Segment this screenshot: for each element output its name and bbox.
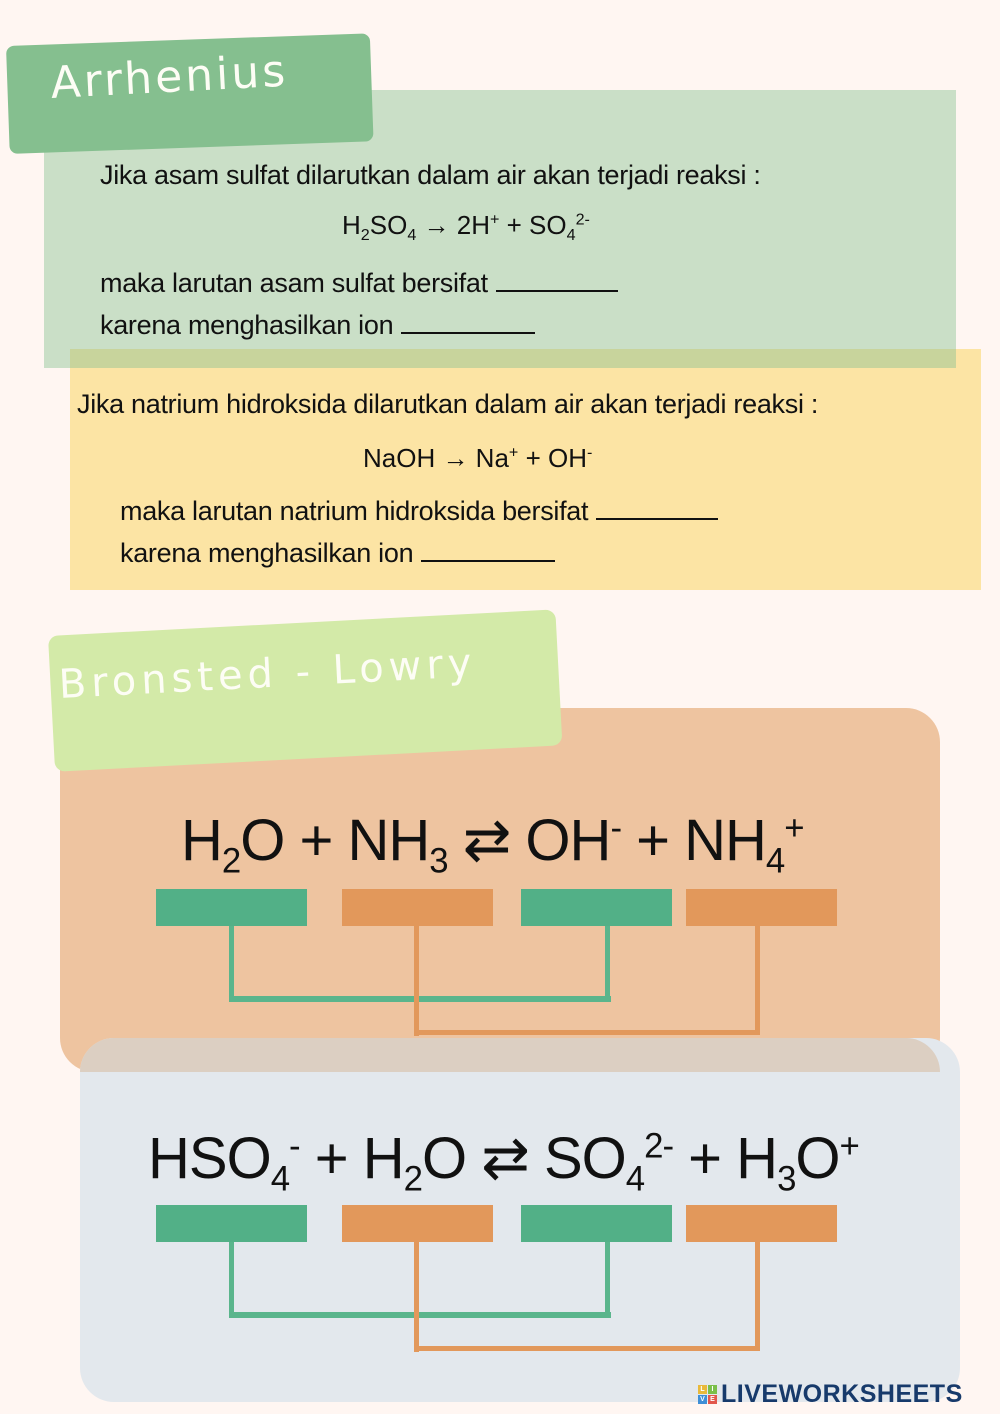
base-line-2: karena menghasilkan ion <box>120 538 556 569</box>
reaction-2-acid-slot[interactable] <box>156 1205 307 1242</box>
acid-intro: Jika asam sulfat dilarutkan dalam air ak… <box>100 160 761 190</box>
reaction-2-green-connector <box>229 1242 234 1318</box>
reaction-2-equation: HSO4- + H2O ⇄ SO42- + H3O+ <box>148 1126 860 1199</box>
panel-overlap-band <box>80 1038 940 1072</box>
acid-line-1: maka larutan asam sulfat bersifat <box>100 268 618 299</box>
reaction-1-base-slot[interactable] <box>342 889 493 926</box>
reaction-2-orange-connector <box>414 1346 760 1351</box>
arrhenius-base-panel <box>70 349 981 590</box>
reaction-1-orange-connector <box>414 926 419 1036</box>
acid-equation: H2SO4 → 2H+ + SO42- <box>342 210 590 245</box>
base-intro: Jika natrium hidroksida dilarutkan dalam… <box>77 389 819 419</box>
reaction-2-base-slot[interactable] <box>342 1205 493 1242</box>
reaction-1-equation: H2O + NH3 ⇄ OH- + NH4+ <box>181 808 805 881</box>
reaction-1-acid-slot[interactable] <box>156 889 307 926</box>
reaction-1-conjugate-acid-slot[interactable] <box>686 889 837 926</box>
base-equation: NaOH → Na+ + OH- <box>363 443 593 473</box>
reaction-1-orange-connector <box>414 1030 760 1035</box>
reaction-1-orange-connector <box>755 926 760 1035</box>
acid-line-2: karena menghasilkan ion <box>100 310 536 341</box>
liveworksheets-logo: L I V E LIVEWORKSHEETS <box>698 1380 963 1409</box>
reaction-2-conjugate-base-slot[interactable] <box>521 1205 672 1242</box>
base-ion-blank[interactable] <box>421 556 556 562</box>
reaction-2-orange-connector <box>414 1242 419 1352</box>
reaction-2-conjugate-acid-slot[interactable] <box>686 1205 837 1242</box>
logo-icon: L I V E <box>698 1385 717 1404</box>
panel-overlap <box>70 349 956 368</box>
acid-ion-blank[interactable] <box>401 328 536 334</box>
reaction-2-green-connector <box>229 1312 611 1318</box>
reaction-2-orange-connector <box>755 1242 760 1351</box>
reaction-2-green-connector <box>605 1242 610 1318</box>
reaction-1-conjugate-base-slot[interactable] <box>521 889 672 926</box>
reaction-1-green-connector <box>229 926 234 1002</box>
reaction-1-green-connector <box>229 996 611 1002</box>
base-line-1: maka larutan natrium hidroksida bersifat <box>120 496 719 527</box>
base-nature-blank[interactable] <box>596 514 719 520</box>
logo-text: LIVEWORKSHEETS <box>721 1380 963 1408</box>
acid-nature-blank[interactable] <box>495 286 618 292</box>
reaction-1-green-connector <box>605 926 610 1002</box>
